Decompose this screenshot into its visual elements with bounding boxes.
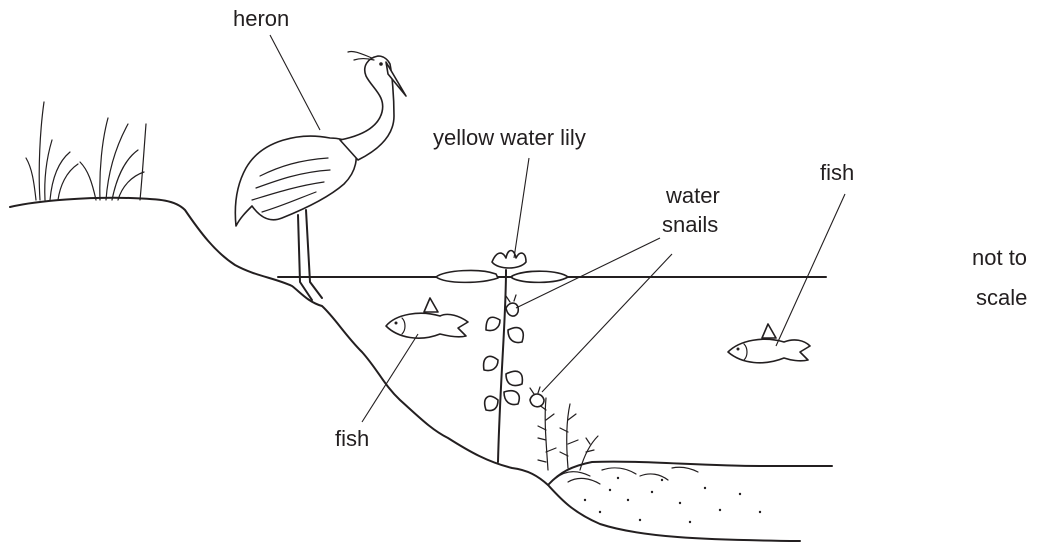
water-lily-drawing bbox=[436, 251, 568, 463]
reeds bbox=[26, 102, 146, 200]
leader-heron bbox=[270, 35, 320, 130]
leader-yellow-water-lily bbox=[514, 158, 529, 258]
water-snail-lower bbox=[530, 387, 544, 407]
label-yellow-water-lily: yellow water lily bbox=[433, 125, 586, 151]
pond-bank-outline bbox=[10, 198, 800, 541]
label-water-snails-line2: snails bbox=[662, 212, 718, 238]
label-fish-left: fish bbox=[335, 426, 369, 452]
sediment-texture bbox=[556, 467, 761, 523]
label-water-snails-line1: water bbox=[666, 183, 720, 209]
pondweed-drawing bbox=[538, 398, 598, 470]
label-not-to-scale-line2: scale bbox=[976, 285, 1027, 311]
heron-drawing bbox=[235, 51, 406, 300]
label-not-to-scale-line1: not to bbox=[972, 245, 1027, 271]
leader-fish-right bbox=[776, 194, 845, 346]
fish-right-drawing bbox=[728, 324, 810, 363]
fish-left-drawing bbox=[386, 298, 468, 338]
water-snail-upper bbox=[506, 295, 518, 316]
sediment-line bbox=[548, 462, 832, 485]
label-fish-right: fish bbox=[820, 160, 854, 186]
label-heron: heron bbox=[233, 6, 289, 32]
